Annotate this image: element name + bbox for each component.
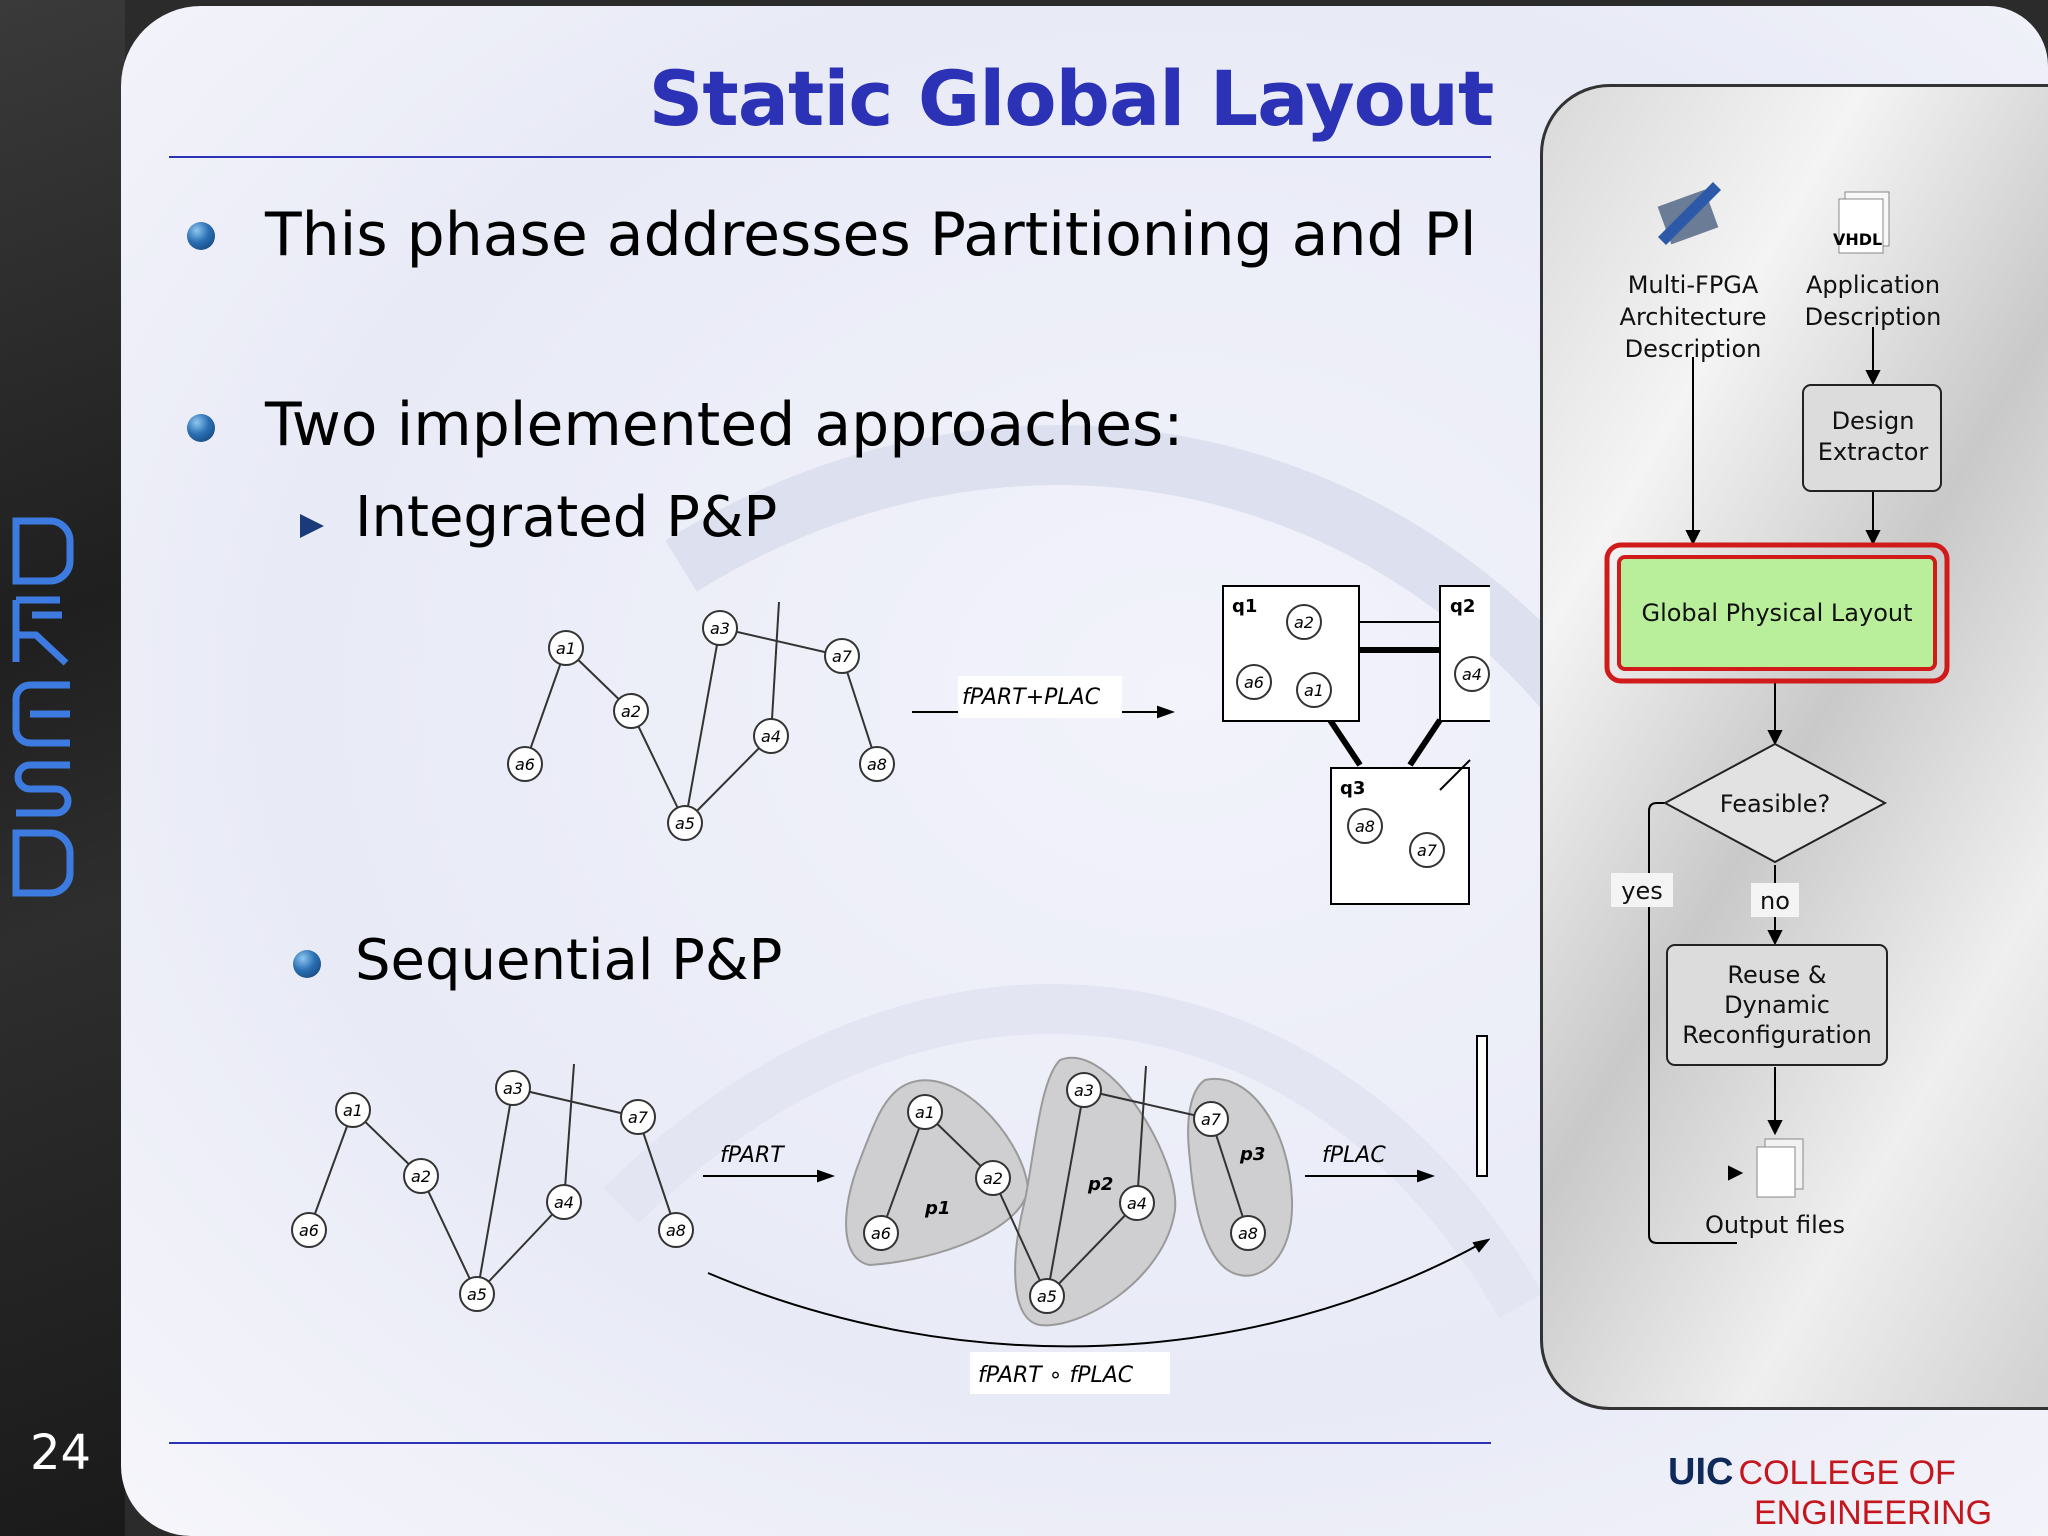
uic-college-logo: UIC COLLEGE OF ENGINEERING	[1668, 1453, 1993, 1536]
svg-text:VHDL: VHDL	[1833, 230, 1882, 249]
node-label: a8	[1238, 1224, 1258, 1243]
slide-title: Static Global Layout	[648, 54, 1495, 143]
sub-bullet-arrow-icon	[300, 514, 324, 538]
sub-bullet-integrated: Integrated P&P	[355, 485, 778, 550]
global-layout-label: Global Physical Layout	[1641, 599, 1912, 627]
node-label: a3	[1074, 1081, 1094, 1100]
node-label: a2	[1294, 613, 1314, 632]
arch-input-label: Multi-FPGA	[1628, 271, 1759, 299]
dresd-logo	[12, 517, 74, 897]
node-label: a3	[710, 619, 730, 638]
node-label: a7	[1201, 1110, 1222, 1129]
node-label: a8	[867, 755, 887, 774]
left-sidebar: 24	[0, 0, 125, 1536]
arch-input-label: Architecture	[1620, 303, 1767, 331]
app-input-label: Description	[1805, 303, 1942, 331]
node-label: a3	[503, 1079, 523, 1098]
feasible-label: Feasible?	[1720, 790, 1831, 818]
node-label: a1	[1304, 681, 1324, 700]
quadrant-label: q3	[1340, 778, 1365, 799]
node-label: a7	[832, 647, 853, 666]
app-input-label: Application	[1806, 271, 1940, 299]
node-label: a5	[467, 1285, 487, 1304]
reuse-label: Dynamic	[1724, 991, 1830, 1019]
node-label: a4	[1462, 665, 1482, 684]
no-label: no	[1760, 887, 1790, 915]
bullet-sphere-icon	[293, 950, 321, 978]
bullet-text-partitioning: This phase addresses Partitioning and Pl	[265, 200, 1477, 270]
bullet-text-approaches: Two implemented approaches:	[265, 390, 1184, 460]
bullet-sphere-icon	[187, 222, 215, 250]
engineering-text: ENGINEERING	[1754, 1494, 1993, 1532]
reuse-reconfiguration-box	[1666, 944, 1888, 1066]
node-label: a2	[411, 1167, 431, 1186]
integrated-arrow-label: fPART+PLAC	[962, 685, 1101, 710]
node-label: a7	[1417, 841, 1438, 860]
quadrant-label: q2	[1450, 596, 1475, 617]
seq-part-arrow-label: fPART	[720, 1143, 785, 1168]
node-label: a5	[675, 814, 695, 833]
output-files-label: Output files	[1705, 1211, 1845, 1239]
partition-label: p1	[924, 1198, 950, 1219]
extractor-label: Extractor	[1818, 438, 1929, 466]
node-label: a1	[343, 1101, 363, 1120]
extractor-label: Design	[1832, 407, 1915, 435]
global-layout-outer-border	[1604, 542, 1950, 684]
node-label: a1	[556, 639, 576, 658]
seq-plac-arrow-label: fPLAC	[1322, 1143, 1386, 1168]
architecture-tool-icon	[1657, 182, 1721, 245]
node-label: a2	[983, 1169, 1003, 1188]
node-label: a8	[666, 1221, 686, 1240]
partitioning-diagram: a1 a2 a3 a4 a5 a6 a7 a8 a2 a1 a6 a4 a8 a…	[291, 585, 1490, 1394]
partition-label: p3	[1239, 1144, 1265, 1165]
node-label: a4	[761, 727, 781, 746]
yes-label: yes	[1621, 877, 1662, 905]
output-files-icon	[1756, 1138, 1804, 1198]
node-label: a4	[1127, 1194, 1147, 1213]
node-label: a1	[915, 1103, 935, 1122]
composed-function-label: fPART ∘ fPLAC	[978, 1363, 1134, 1388]
node-label: a7	[628, 1108, 649, 1127]
uic-wordmark: UIC	[1668, 1451, 1734, 1493]
design-extractor-box	[1802, 384, 1942, 492]
feasible-decision-diamond	[1662, 742, 1888, 864]
reuse-label: Reconfiguration	[1682, 1021, 1872, 1049]
quadrant-label: q1	[1232, 596, 1257, 617]
bullet-sphere-icon	[187, 414, 215, 442]
node-label: a8	[1355, 817, 1375, 836]
vhdl-document-icon: VHDL	[1833, 191, 1890, 254]
partition-label: p2	[1087, 1174, 1113, 1195]
node-label: a4	[554, 1193, 574, 1212]
college-of-text: COLLEGE OF	[1738, 1454, 1956, 1492]
node-label: a6	[871, 1224, 891, 1243]
arch-input-label: Description	[1625, 335, 1762, 363]
node-label: a2	[621, 702, 641, 721]
node-label: a6	[515, 755, 535, 774]
flowchart-panel: VHDL Multi-FPGA Architecture Description…	[1540, 84, 2048, 1410]
global-layout-box	[1617, 555, 1937, 671]
reuse-label: Reuse &	[1727, 961, 1826, 989]
sub-bullet-sequential: Sequential P&P	[355, 928, 783, 993]
node-label: a6	[299, 1221, 319, 1240]
slide-number: 24	[30, 1425, 92, 1481]
slide-background-swoosh	[169, 156, 1647, 1444]
node-label: a5	[1037, 1287, 1057, 1306]
node-label: a6	[1244, 673, 1264, 692]
